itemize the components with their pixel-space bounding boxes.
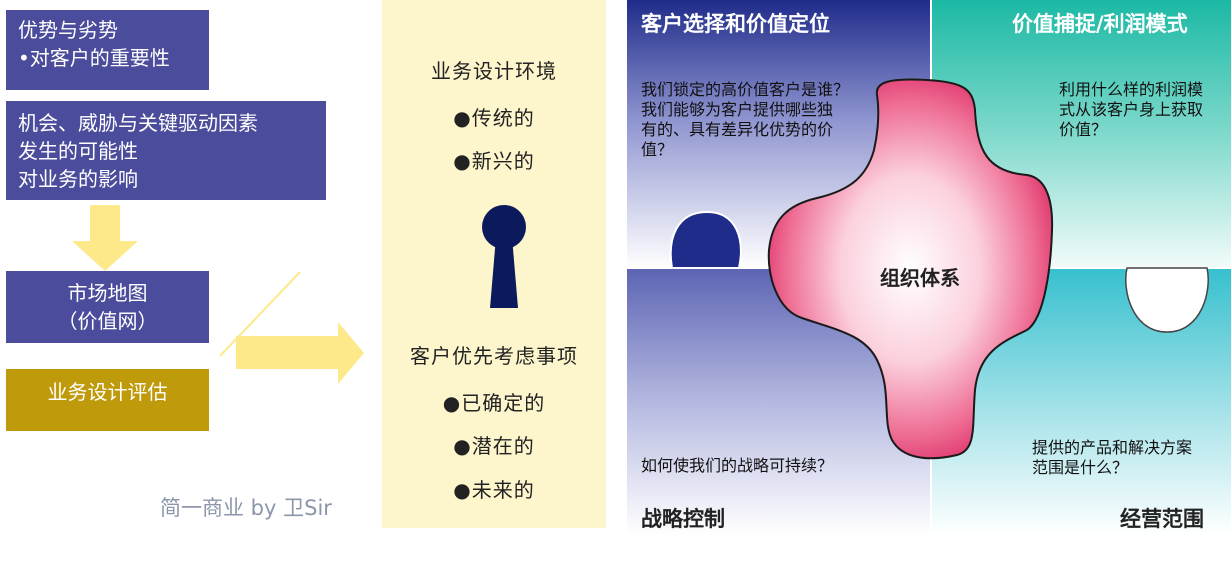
center-organization-piece [767,78,1054,460]
priority-item-confirmed: ●已确定的 [442,391,546,415]
tab-left-blue [669,210,742,269]
priority-item-potential: ●潜在的 [453,434,535,458]
env-item-emerging: ●新兴的 [453,149,535,173]
q2-title: 价值捕捉/利润模式 [1012,12,1188,36]
env-title: 业务设计环境 [431,59,557,83]
watermark: 简一商业 by 卫Sir [160,496,332,520]
box2-line2: 发生的可能性 [18,139,138,163]
q4-text: 提供的产品和解决方案范围是什么？ [1032,438,1193,477]
q1-text: 我们锁定的高价值客户是谁？我们能够为客户提供哪些独有的、具有差异化优势的价值？ [641,80,850,159]
keyhole-icon [482,205,526,308]
box1-line1: 优势与劣势 [18,18,118,42]
q2-text: 利用什么样的利润模式从该客户身上获取价值？ [1059,80,1204,139]
opportunities-threats-box: 机会、威胁与关键驱动因素 发生的可能性 对业务的影响 [6,101,326,200]
business-design-assessment-box: 业务设计评估 [6,369,209,431]
market-map-box: 市场地图 （价值网） [6,271,209,343]
q1-title: 客户选择和价值定位 [641,12,830,36]
box2-line3: 对业务的影响 [18,167,138,191]
env-item-traditional: ●传统的 [453,106,535,130]
box4-label: 业务设计评估 [47,380,168,404]
diagonal-line [219,271,301,357]
q4-title: 经营范围 [1120,507,1204,531]
down-arrow [72,205,138,271]
business-design-puzzle [627,0,1231,535]
box3-line2: （价值网） [57,309,158,333]
strengths-weaknesses-box: 优势与劣势 •对客户的重要性 [6,10,209,90]
box3-line1: 市场地图 [67,281,148,305]
q3-title: 战略控制 [641,507,725,531]
box1-line2: •对客户的重要性 [18,46,170,70]
q3-text: 如何使我们的战略可持续？ [641,456,834,475]
priority-item-future: ●未来的 [453,478,535,502]
business-environment-panel: 业务设计环境 ●传统的 ●新兴的 客户优先考虑事项 ●已确定的 ●潜在的 ●未来… [382,0,606,528]
right-arrow [236,322,364,384]
center-label: 组织体系 [880,266,960,290]
priority-title: 客户优先考虑事项 [410,344,578,368]
notch-right-white [1125,267,1209,333]
box2-line1: 机会、威胁与关键驱动因素 [18,111,258,135]
